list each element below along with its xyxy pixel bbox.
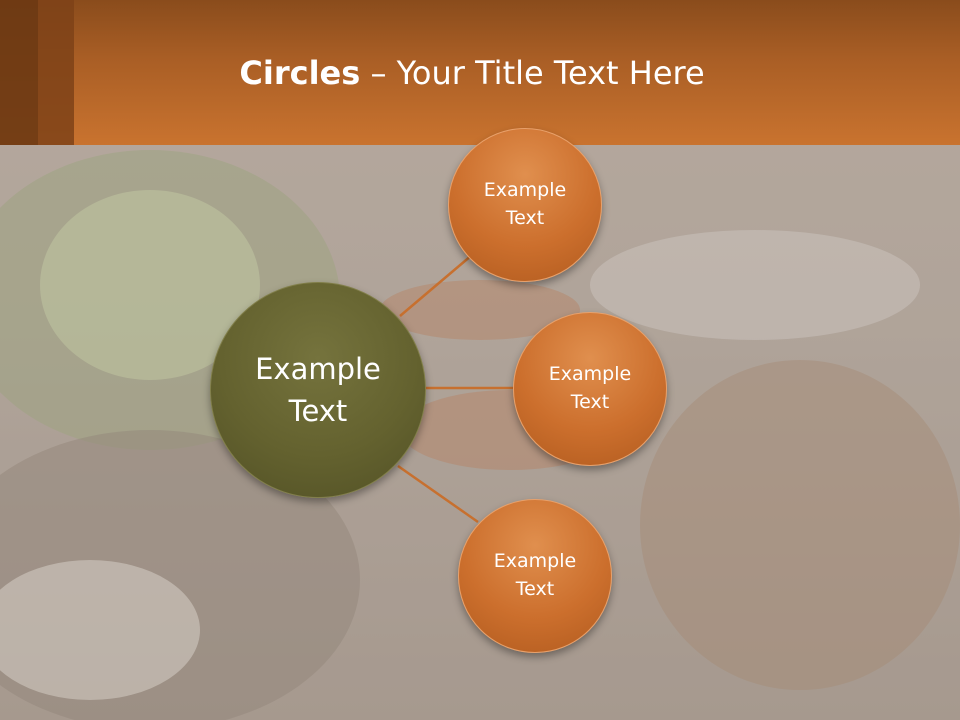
satellite-circle-middle[interactable]: Example Text [513, 312, 667, 466]
satellite-circle-bottom[interactable]: Example Text [458, 499, 612, 653]
title-rest: – Your Title Text Here [360, 54, 705, 92]
title-bold: Circles [239, 54, 361, 92]
satellite-label: Example Text [493, 550, 577, 600]
connector-line [397, 464, 479, 524]
center-circle[interactable]: Example Text [210, 282, 426, 498]
satellite-label: Example Text [483, 179, 567, 229]
header-bar [0, 0, 960, 145]
slide-title: Circles – Your Title Text Here [0, 54, 944, 92]
center-circle-label: Example Text [255, 351, 381, 428]
satellite-label: Example Text [548, 363, 632, 413]
header-accent-strip [38, 0, 74, 145]
connector-line [399, 254, 473, 317]
header-accent-strip [0, 0, 38, 145]
satellite-circle-top[interactable]: Example Text [448, 128, 602, 282]
